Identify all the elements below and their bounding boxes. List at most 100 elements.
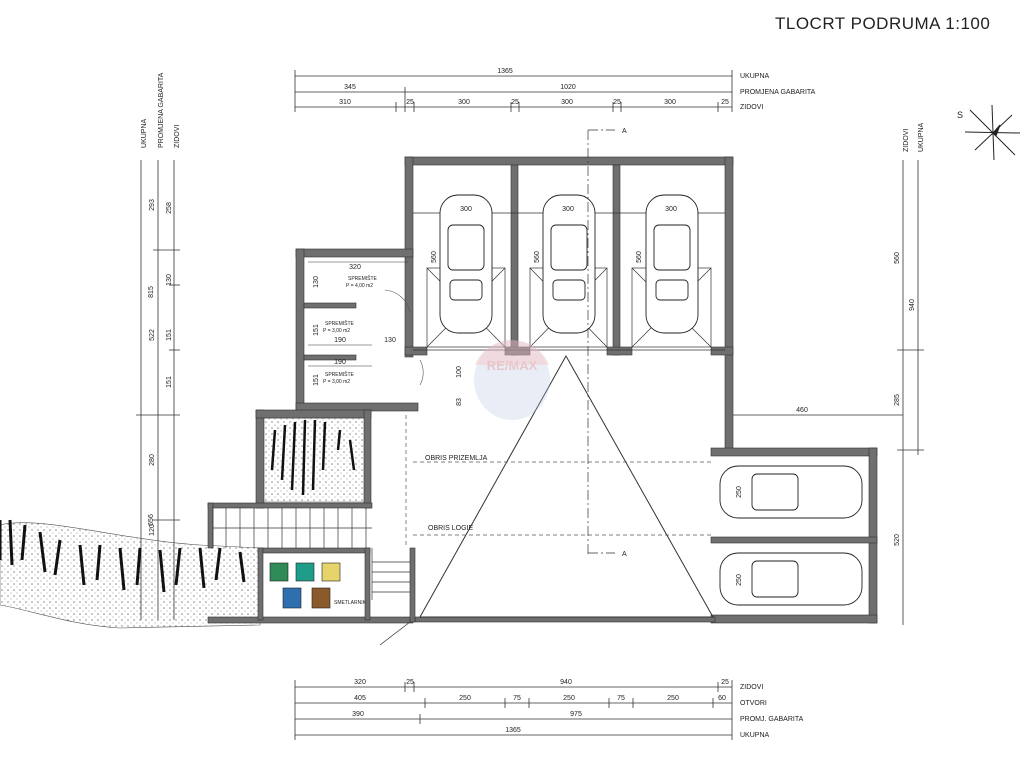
dim-190-b: 190 (334, 359, 346, 366)
bottom-zidovi-value-4: 25 (721, 679, 729, 686)
left-zidovi-value-2: 130 (166, 274, 173, 286)
cars-right: 250 250 460 (719, 407, 903, 606)
obris-logie-label: OBRIS LOGIE (428, 525, 473, 532)
left-promjena-value-2: 522 (149, 329, 156, 341)
dim-100: 100 (456, 366, 463, 378)
bottom-otvori-label: OTVORI (740, 700, 767, 707)
store-h2-dim: 151 (313, 324, 320, 336)
top-zidovi-value-2: 25 (406, 99, 414, 106)
blue-bin-icon (282, 587, 302, 609)
bottom-ukupna-label: UKUPNA (740, 732, 770, 739)
top-zidovi-value-6: 25 (613, 99, 621, 106)
teal-bin-icon (295, 562, 315, 582)
left-promjena-label: PROMJENA GABARITA (158, 72, 165, 148)
bay-3-width: 300 (665, 206, 677, 213)
car-icon (719, 552, 863, 606)
drawing-title: TLOCRT PODRUMA 1:100 (775, 14, 991, 33)
bottom-dimension-texts: 320 25 940 25 405 250 75 250 75 250 60 3… (352, 679, 803, 739)
cars-top: 300 300 300 560 560 560 (431, 194, 699, 334)
bottom-zidovi-value-1: 320 (354, 679, 366, 686)
right-zidovi-value-3: 520 (894, 534, 901, 546)
car-icon (439, 194, 493, 334)
bottom-otvori-value-5: 75 (617, 695, 625, 702)
car-right-2-dim: 250 (736, 574, 743, 586)
bay-2-width: 300 (562, 206, 574, 213)
north-label: S (957, 110, 963, 120)
left-zidovi-value-4: 151 (166, 376, 173, 388)
top-zidovi-value-7: 300 (664, 99, 676, 106)
left-zidovi-value-1: 258 (166, 202, 173, 214)
top-promjena-label: PROMJENA GABARITA (740, 89, 816, 96)
left-promjena-value-4: 120 (149, 524, 156, 536)
top-zidovi-value-5: 300 (561, 99, 573, 106)
left-ukupna-value-2: 656 (148, 514, 155, 526)
bottom-zidovi-value-3: 940 (560, 679, 572, 686)
remax-watermark: RE/MAX (474, 340, 550, 420)
storage-2-name: SPREMIŠTE (325, 320, 355, 327)
store-h1-dim: 130 (313, 276, 320, 288)
building-walls (207, 156, 878, 624)
right-zidovi-label: ZIDOVI (903, 129, 910, 152)
bottom-otvori-value-2: 250 (459, 695, 471, 702)
watermark-text: RE/MAX (487, 358, 538, 373)
left-dimension-texts: UKUPNA PROMJENA GABARITA ZIDOVI 815 656 … (141, 72, 181, 536)
storage-1-name: SPREMIŠTE (348, 275, 378, 282)
bottom-otvori-value-3: 75 (513, 695, 521, 702)
right-depth-dim: 460 (796, 407, 808, 414)
storage-1-area: P = 4,00 m2 (346, 283, 373, 289)
top-dimension-texts: 1365 345 1020 310 25 300 25 300 25 300 2… (339, 68, 816, 111)
car-icon (542, 194, 596, 334)
car-icon (645, 194, 699, 334)
right-dimension-texts: ZIDOVI UKUPNA 560 285 520 940 (894, 122, 925, 545)
top-zidovi-value-3: 300 (458, 99, 470, 106)
top-zidovi-value-1: 310 (339, 99, 351, 106)
north-arrow-icon (964, 104, 1021, 161)
outline-lines (405, 415, 711, 548)
bay-1-width: 300 (460, 206, 472, 213)
dim-130: 130 (384, 337, 396, 344)
storage-rooms: SPREMIŠTE P = 4,00 m2 SPREMIŠTE P = 3,00… (308, 261, 463, 406)
right-zidovi-value-1: 560 (894, 252, 901, 264)
waste-bins: SMETLARNIK (269, 562, 367, 609)
right-dimensions (897, 160, 924, 625)
bottom-otvori-value-4: 250 (563, 695, 575, 702)
stairs (212, 508, 411, 646)
left-promjena-value-1: 293 (149, 199, 156, 211)
right-ukupna-value: 940 (909, 299, 916, 311)
top-promjena-value-2: 1020 (560, 84, 576, 91)
bottom-otvori-value-1: 405 (354, 695, 366, 702)
left-ukupna-label: UKUPNA (141, 118, 148, 148)
bottom-promjena-value-2: 975 (570, 711, 582, 718)
green-bin-icon (269, 562, 289, 582)
top-ukupna-value: 1365 (497, 68, 513, 75)
bottom-otvori-value-7: 60 (718, 695, 726, 702)
storage-2-area: P = 3,00 m2 (323, 328, 350, 334)
bottom-zidovi-value-2: 25 (406, 679, 414, 686)
bottom-dimensions (294, 680, 733, 740)
left-zidovi-value-3: 151 (166, 329, 173, 341)
dim-190-a: 190 (334, 337, 346, 344)
section-a-top: A (622, 128, 627, 135)
left-zidovi-label: ZIDOVI (174, 125, 181, 148)
ramp-triangle (419, 354, 714, 618)
dim-83: 83 (456, 398, 463, 406)
top-zidovi-value-8: 25 (721, 99, 729, 106)
car-icon (719, 465, 863, 519)
yellow-bin-icon (321, 562, 341, 582)
left-promjena-value-3: 280 (149, 454, 156, 466)
top-dimensions (294, 70, 733, 112)
obris-prizemlja-label: OBRIS PRIZEMLJA (425, 455, 488, 462)
bay-1-depth: 560 (431, 251, 438, 263)
bay-2-depth: 560 (534, 251, 541, 263)
bottom-ukupna-value: 1365 (505, 727, 521, 734)
top-zidovi-value-4: 25 (511, 99, 519, 106)
top-zidovi-label: ZIDOVI (740, 104, 763, 111)
section-line (587, 129, 615, 555)
store-h3-dim: 151 (313, 374, 320, 386)
bottom-promjena-value-1: 390 (352, 711, 364, 718)
smetlarnik-label: SMETLARNIK (334, 600, 367, 606)
bottom-promjena-label: PROMJ. GABARITA (740, 716, 804, 723)
storage-3-area: P = 3,00 m2 (323, 379, 350, 385)
vegetation-left (0, 417, 367, 629)
